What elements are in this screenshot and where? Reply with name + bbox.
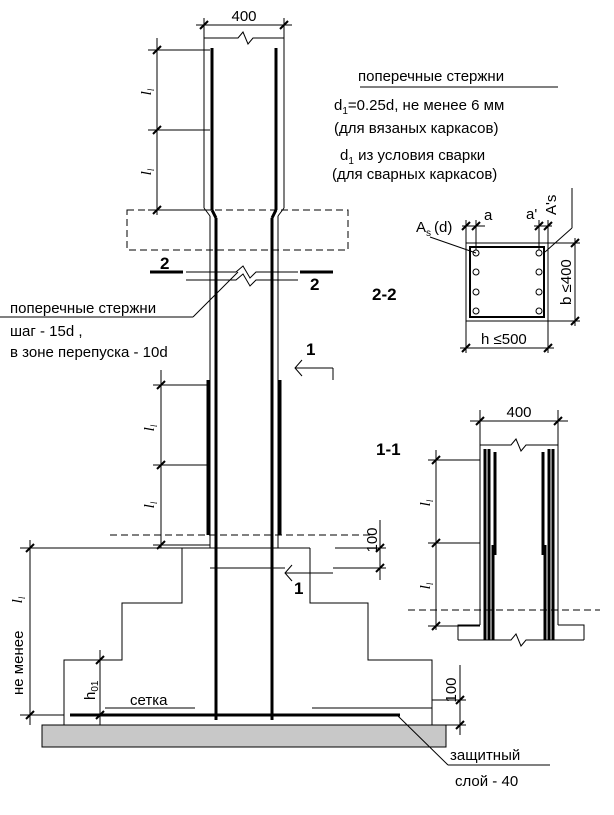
lap-label-7: l [418,585,434,589]
top-100-dimension: 100 [333,520,386,580]
h01-label: h [82,692,99,700]
mesh-label: сетка [130,692,168,709]
lap-label-6: l [418,502,434,506]
welded-cages-label: (для сварных каркасов) [332,166,497,183]
lap-zone-box [126,209,349,251]
svg-text:d1 из условия сварки: d1 из условия сварки [340,147,485,167]
section-2-cut: 2 2 [150,254,333,294]
transverse-bars-leader: поперечные стержни шаг - 15d , в зоне пе… [0,271,239,361]
lap-label-1: l [139,91,155,95]
section-2-2-title: 2-2 [372,285,397,304]
as-prime-label: A's [543,195,560,215]
svg-text:ll: ll [418,499,435,506]
base-preparation [41,724,447,748]
as-label: A [416,219,426,236]
svg-text:ll: ll [142,424,159,431]
section-2-label-left: 2 [160,254,169,273]
section-1-label-bottom: 1 [294,579,303,598]
column-width-label: 400 [231,8,256,25]
top-lap-dimension: ll ll [139,38,210,215]
ne-menee-label: не менее [10,631,27,695]
bottom-100-dimension: 100 [432,665,466,735]
h-label: h ≤500 [481,331,527,348]
svg-text:h01: h01 [82,680,101,700]
bottom-100-label: 100 [443,677,460,702]
svg-text:As(d): As(d) [416,219,452,239]
svg-text:ll: ll [139,168,156,175]
svg-text:d1=0.25d, не менее 6 мм: d1=0.25d, не менее 6 мм [334,97,504,117]
section-1-cut: 1 1 [284,340,334,598]
anchorage-dimension: не менее ll [10,540,35,725]
section-2-2: 2-2 As(d) a a' A's [372,188,580,353]
lap-label-2: l [139,171,155,175]
svg-text:ll: ll [418,582,435,589]
transverse-title: поперечные стержни [358,68,504,85]
b-label: b ≤400 [558,259,575,305]
d1-weld-symbol: d [340,147,348,164]
section-1-1-width-label: 400 [506,404,531,421]
svg-text:ll: ll [142,501,159,508]
top-100-label: 100 [364,527,381,552]
section-1-label-top: 1 [306,340,315,359]
h01-dimension: h01 [82,650,122,725]
d1-weld-label: из условия сварки [354,147,485,164]
middle-lap-dimension: ll ll [142,370,210,550]
a-label: a [484,207,493,224]
d1-formula: =0.25d, не менее 6 мм [348,97,504,114]
section-1-1: 1-1 400 ll ll [376,404,600,647]
lap-label-5: l [10,599,26,603]
transverse-bars-left-label: поперечные стержни [10,300,156,317]
step-label: шаг - 15d , [10,323,83,340]
lap-label-3: l [142,427,158,431]
lap-label-4: l [142,504,158,508]
svg-text:ll: ll [10,596,27,603]
transverse-notes: поперечные стержни d1=0.25d, не менее 6 … [332,68,558,183]
column-width-dimension: 400 [196,8,292,38]
cover-line2: слой - 40 [455,773,518,790]
svg-text:ll: ll [139,88,156,95]
tied-cages-label: (для вязаных каркасов) [334,120,498,137]
section-1-1-title: 1-1 [376,440,401,459]
foundation-outline [63,547,433,725]
cover-leader: защитный слой - 40 [397,715,550,790]
column-rebar [206,48,282,720]
lap-zone-label: в зоне перепуска - 10d [10,344,168,361]
a-prime-label: a' [526,206,537,223]
column-outline [203,31,285,535]
section-2-label-right: 2 [310,275,319,294]
cover-line1: защитный [450,747,520,764]
d1-symbol: d [334,97,342,114]
